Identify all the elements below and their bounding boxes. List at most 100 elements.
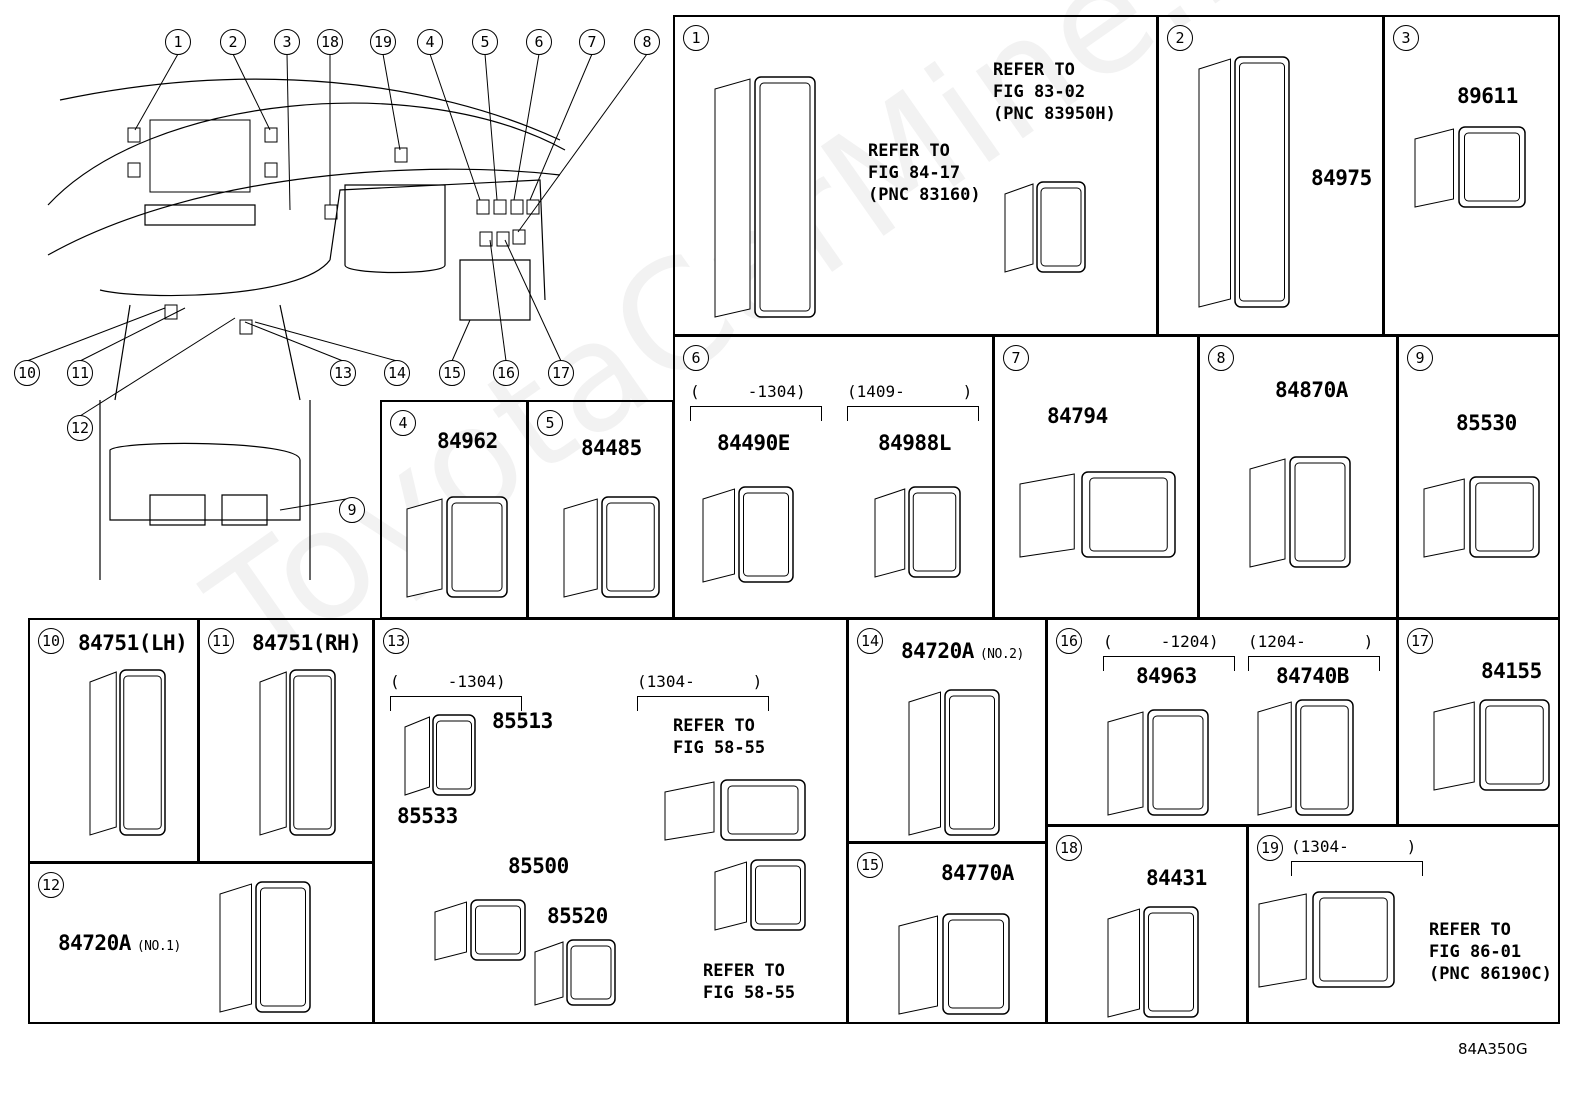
leader-line: [232, 53, 271, 131]
part-number-wrap: 84740B: [1276, 665, 1349, 687]
part-number: 89611: [1457, 84, 1518, 108]
panel-number: 19: [1257, 835, 1283, 861]
reference-note-line: REFER TO: [703, 961, 785, 981]
dashboard-outline: [344, 184, 446, 274]
leader-line: [484, 53, 498, 201]
switch-part-drawing: [664, 779, 806, 841]
part-drawings: [1107, 906, 1199, 1018]
callout-12: 12: [67, 415, 93, 441]
panel-number: 16: [1056, 628, 1082, 654]
switch-location: [239, 319, 253, 335]
part-number: 84485: [581, 436, 642, 460]
switch-location: [394, 147, 408, 163]
part-number-wrap: 84770A: [941, 862, 1014, 884]
leader-line: [79, 307, 186, 362]
callout-8: 8: [634, 29, 660, 55]
switch-part-drawing: [406, 496, 508, 598]
part-drawings: [89, 669, 166, 836]
leader-line: [134, 53, 179, 131]
range-bracket: [1103, 656, 1235, 671]
leader-line: [279, 497, 353, 511]
panel-number: 6: [683, 345, 709, 371]
dashboard-outline: [221, 494, 268, 526]
part-number-wrap: 84988L: [878, 432, 951, 454]
part-number: 85513: [492, 709, 553, 733]
switch-part-drawing: [1414, 126, 1526, 208]
switch-location: [264, 162, 278, 178]
part-number-wrap: 84975: [1311, 167, 1372, 189]
callout-19: 19: [370, 29, 396, 55]
switch-location: [479, 231, 493, 247]
range-bracket: [1248, 656, 1380, 671]
panel-number: 13: [383, 628, 409, 654]
range-bracket: [847, 406, 979, 421]
part-number-wrap: 84870A: [1275, 379, 1348, 401]
variant-label: (NO.2): [979, 647, 1024, 662]
switch-part-drawing: [908, 689, 1000, 836]
panel-4: 4 84962: [380, 400, 528, 619]
switch-part-drawing: [219, 881, 311, 1013]
panel-number: 11: [208, 628, 234, 654]
switch-location: [526, 199, 540, 215]
leader-line: [513, 53, 540, 201]
reference-note-line: REFER TO: [673, 716, 755, 736]
part-number: 84963: [1136, 664, 1197, 688]
dashboard-outline: [144, 204, 256, 226]
dashboard-outline: [114, 304, 131, 401]
production-date-range: ( -1304): [690, 382, 806, 401]
part-number-wrap: 85513: [492, 710, 553, 732]
diagram-code: 84A350G: [1458, 1040, 1528, 1058]
variant-label: (NO.1): [136, 939, 181, 954]
callout-14: 14: [384, 360, 410, 386]
panel-number: 4: [390, 410, 416, 436]
switch-part-drawing: [1249, 456, 1351, 568]
dashboard-outline: [109, 442, 301, 521]
part-drawings: [406, 496, 508, 598]
dashboard-outline: [99, 259, 331, 297]
part-number-wrap: 84720A(NO.1): [58, 932, 181, 958]
part-drawings: [1258, 891, 1395, 988]
leader-line: [382, 53, 401, 151]
part-number-wrap: 84963: [1136, 665, 1197, 687]
leader-line: [489, 239, 507, 362]
switch-part-drawing: [259, 669, 336, 836]
panel-number: 14: [857, 628, 883, 654]
switch-part-drawing: [714, 859, 806, 931]
switch-part-drawing: [1423, 476, 1540, 558]
switch-location: [127, 162, 141, 178]
part-number: 85530: [1456, 411, 1517, 435]
range-bracket: [390, 696, 522, 711]
reference-note-line: (PNC 86190C): [1429, 964, 1552, 984]
panel-number: 5: [537, 410, 563, 436]
part-number: 84431: [1146, 866, 1207, 890]
callout-4: 4: [417, 29, 443, 55]
panel-15: 15 84770A: [847, 842, 1047, 1024]
leader-line: [504, 239, 562, 362]
reference-note-line: FIG 58-55: [673, 738, 766, 758]
part-drawings: [1423, 476, 1540, 558]
panel-number: 15: [857, 852, 883, 878]
switch-part-drawing: [1258, 891, 1395, 988]
reference-note-line: FIG 83-02: [993, 82, 1086, 102]
panel-number: 10: [38, 628, 64, 654]
leader-line: [429, 53, 481, 201]
switch-location: [127, 127, 141, 143]
part-number: 85533: [397, 804, 458, 828]
part-number-wrap: 84962: [437, 430, 498, 452]
switch-part-drawing: [1019, 471, 1176, 558]
part-drawings: [898, 913, 1010, 1015]
part-drawings: [404, 714, 806, 1006]
part-drawings: [702, 486, 961, 583]
panel-number: 2: [1167, 25, 1193, 51]
part-number-wrap: 84485: [581, 437, 642, 459]
part-drawings: [908, 689, 1000, 836]
part-number-wrap: 89611: [1457, 85, 1518, 107]
part-drawings: [1107, 699, 1354, 816]
switch-part-drawing: [1107, 709, 1209, 816]
part-number: 84751(RH): [252, 631, 362, 655]
